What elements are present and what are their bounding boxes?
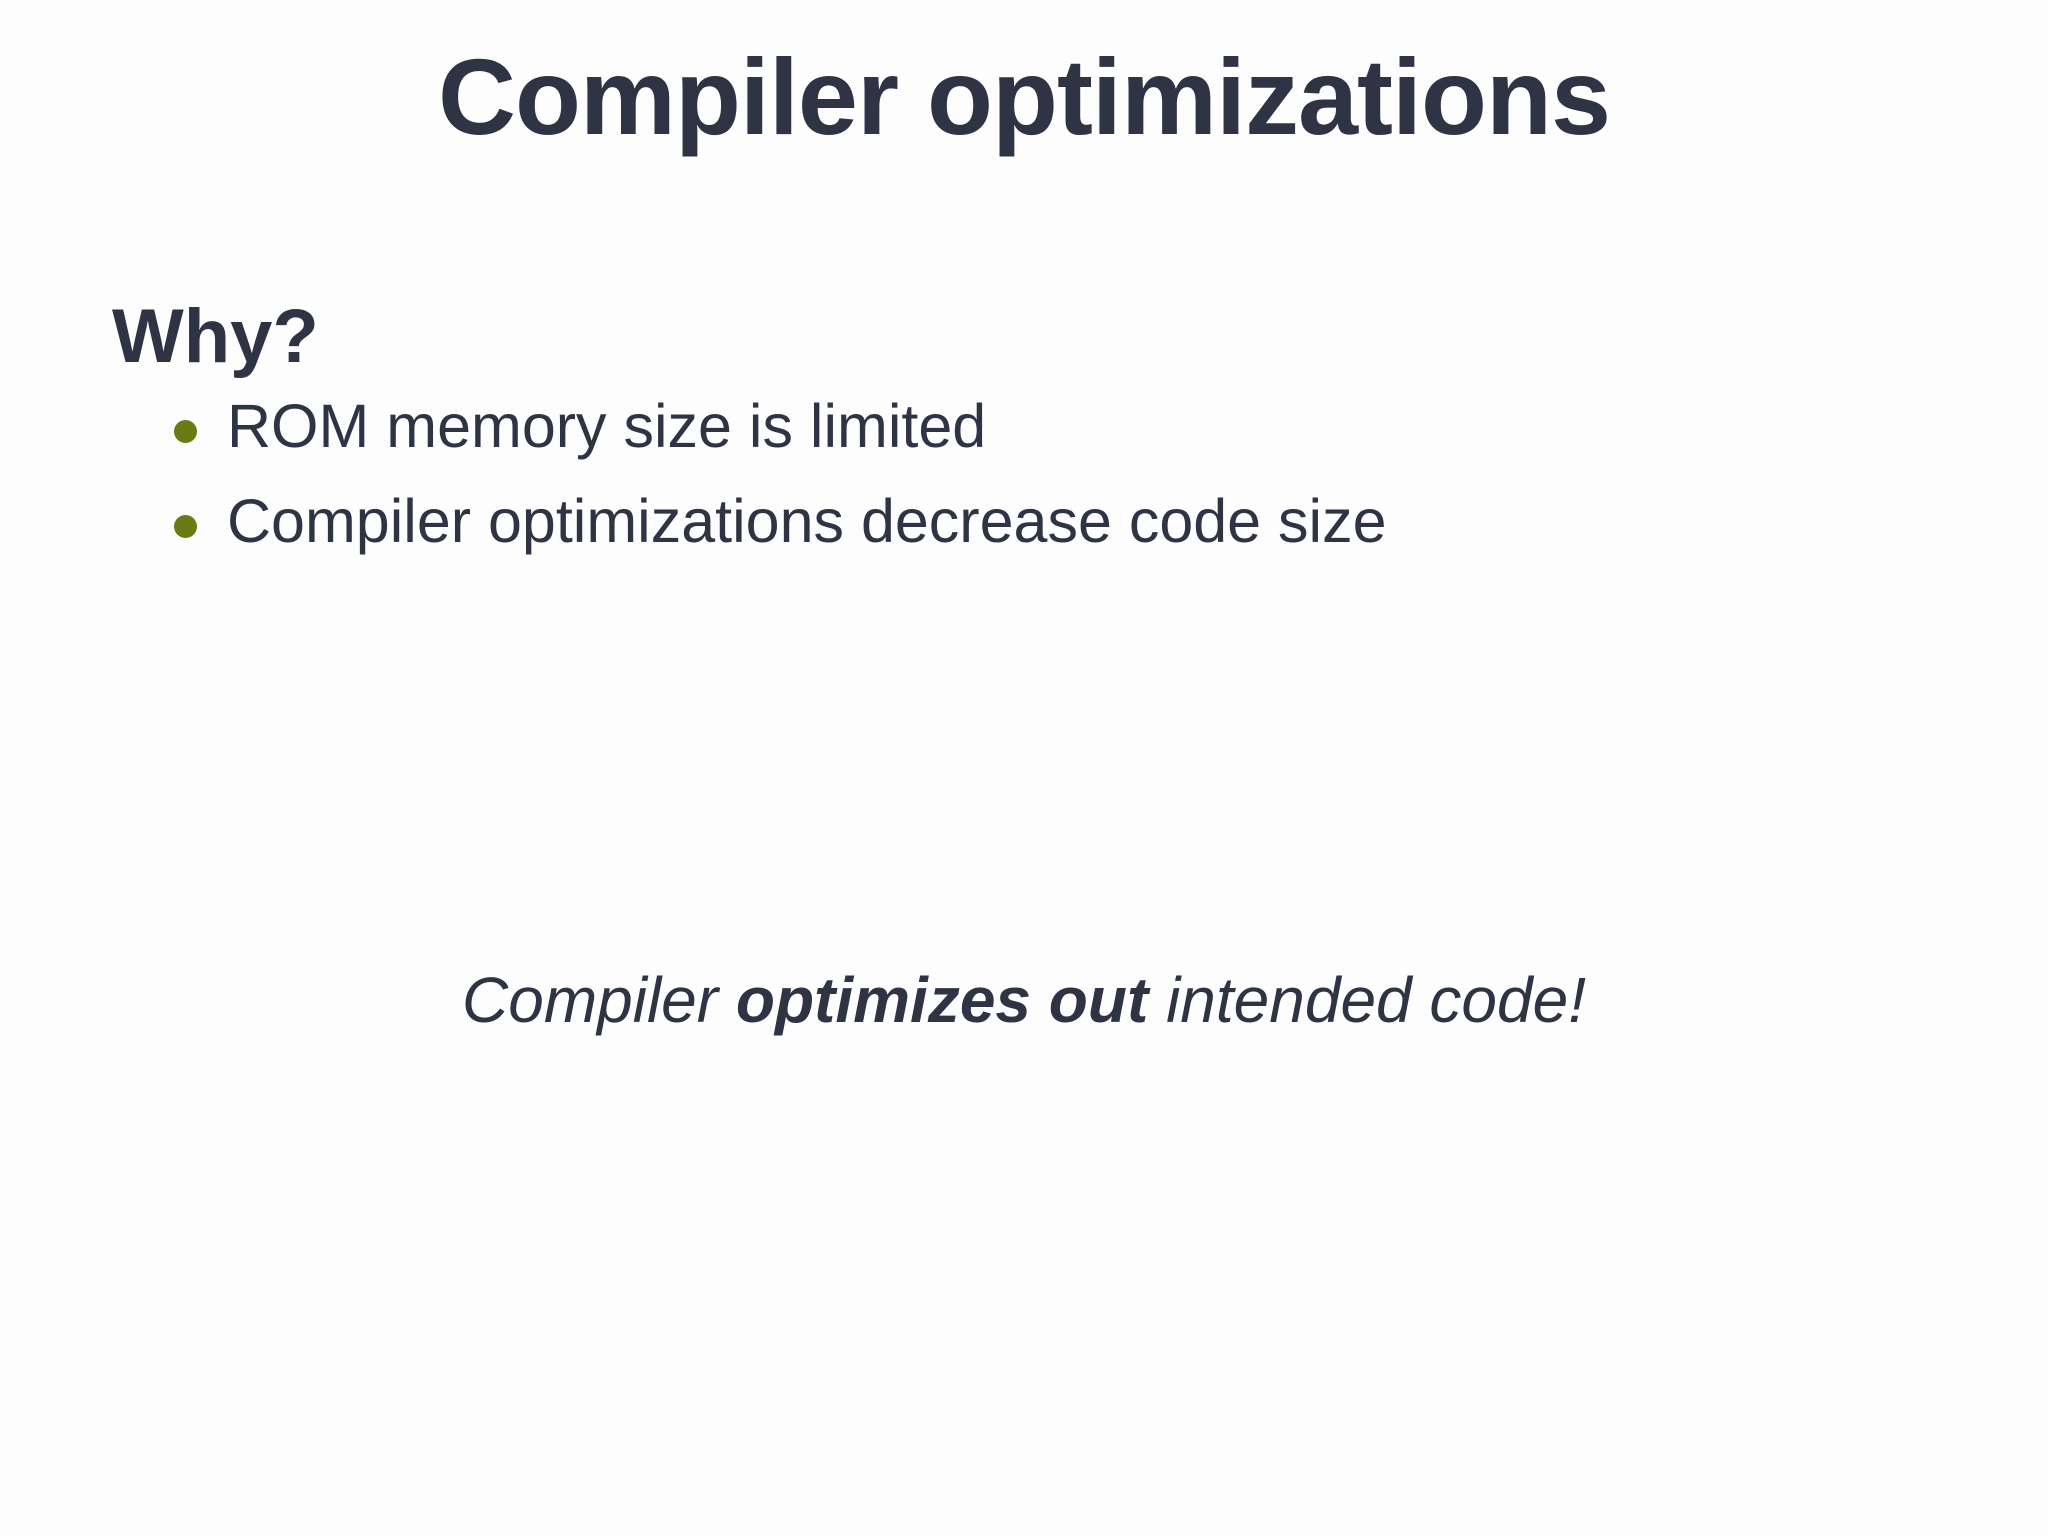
slide-title: Compiler optimizations: [437, 36, 1611, 157]
callout-prefix: Compiler: [462, 964, 736, 1036]
callout-suffix: intended code!: [1148, 964, 1586, 1036]
bullet-dot-icon: [174, 515, 197, 538]
bullet-text: Compiler optimizations decrease code siz…: [227, 487, 1387, 555]
section-heading: Why?: [112, 294, 319, 379]
list-item: Compiler optimizations decrease code siz…: [174, 491, 1387, 586]
bullet-list: ROM memory size is limited Compiler opti…: [174, 396, 1387, 586]
callout-line: Compiler optimizes out intended code!: [0, 968, 2048, 1032]
callout-emphasis: optimizes out: [735, 964, 1149, 1036]
bullet-text: ROM memory size is limited: [227, 392, 987, 460]
bullet-dot-icon: [174, 420, 197, 443]
list-item: ROM memory size is limited: [174, 396, 1387, 491]
